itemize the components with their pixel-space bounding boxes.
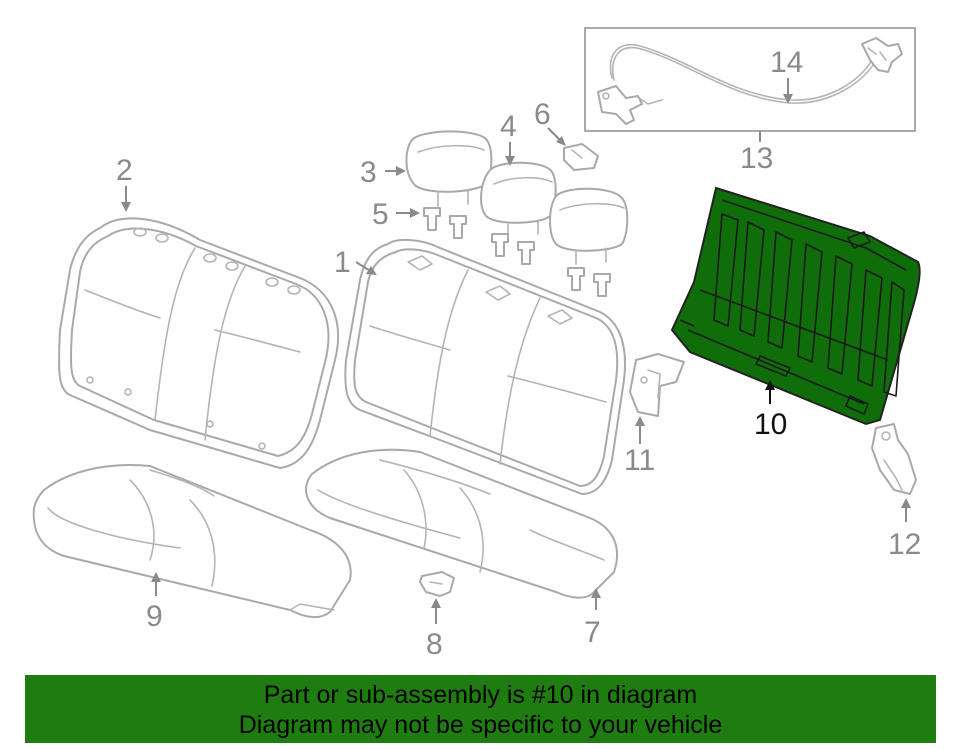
callout-11: 11 [624, 444, 655, 477]
callout-8: 8 [426, 628, 443, 661]
info-banner: Part or sub-assembly is #10 in diagram D… [25, 675, 936, 743]
part-11-bracket[interactable] [629, 353, 685, 417]
callout-4: 4 [500, 110, 517, 143]
part-7-seat-cushion[interactable] [305, 448, 618, 599]
callout-7: 7 [584, 616, 601, 649]
part-9-seat-cushion-left[interactable] [32, 464, 352, 618]
part-12-bracket[interactable] [871, 423, 917, 495]
part-3-headrest[interactable] [405, 130, 493, 207]
callout-9: 9 [146, 600, 163, 633]
part-13-cable-kit[interactable] [584, 27, 916, 132]
callout-2: 2 [116, 154, 133, 187]
callout-5: 5 [372, 198, 389, 231]
banner-line-2: Diagram may not be specific to your vehi… [238, 711, 723, 739]
part-8-clip[interactable] [419, 571, 455, 597]
banner-line-1: Part or sub-assembly is #10 in diagram [263, 681, 698, 709]
part-14-cable [609, 43, 873, 101]
parts-diagram: 14 13 2 3 4 [32, 27, 921, 661]
headrest-right[interactable] [549, 187, 629, 265]
part-6-clip[interactable] [563, 143, 599, 171]
part-5-headrest-guides[interactable] [423, 207, 611, 297]
callout-6: 6 [534, 98, 551, 131]
callout-1: 1 [334, 246, 351, 279]
callout-3: 3 [360, 156, 377, 189]
callout-13: 13 [740, 142, 773, 175]
callout-12: 12 [888, 528, 921, 561]
part-2-seat-back-left[interactable] [58, 217, 340, 469]
callout-14: 14 [770, 46, 803, 79]
part-10-seat-back-frame[interactable] [670, 186, 921, 426]
part-4-headrest[interactable] [480, 161, 557, 237]
callout-10: 10 [754, 408, 787, 441]
part-1-seat-back[interactable] [344, 238, 626, 495]
